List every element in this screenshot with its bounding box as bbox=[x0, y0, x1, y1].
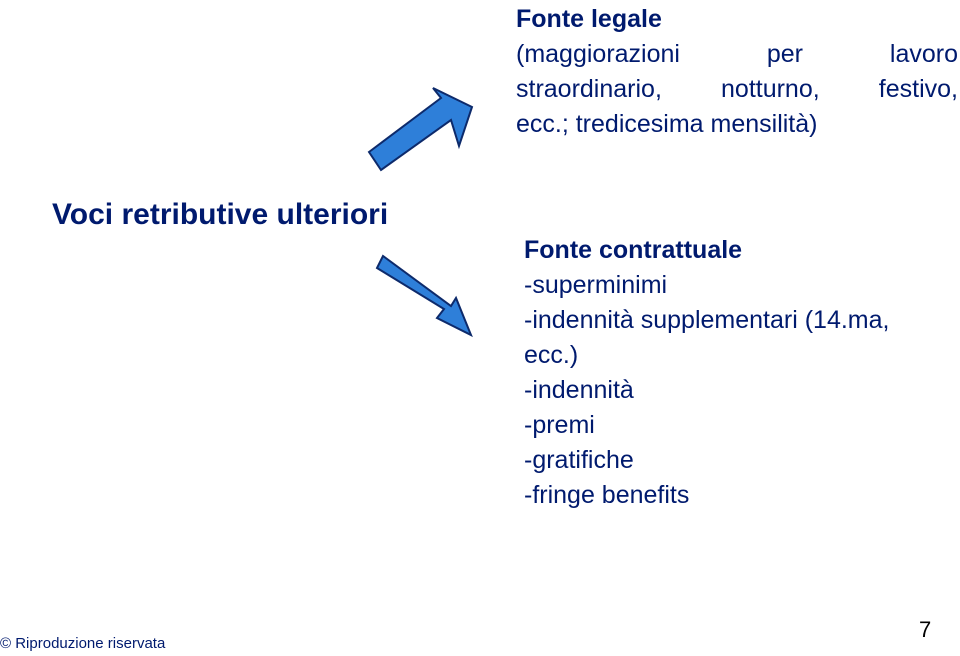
contract-source-title: Fonte contrattuale bbox=[524, 236, 743, 264]
list-item: -premi bbox=[524, 411, 595, 439]
arrow-down-right-icon bbox=[375, 254, 473, 338]
legal-source-title: Fonte legale bbox=[516, 5, 662, 33]
footer-copyright: © Riproduzione riservata bbox=[0, 635, 166, 652]
contract-source-block: Fonte contrattuale -superminimi -indenni… bbox=[524, 233, 954, 513]
list-item: -gratifiche bbox=[524, 446, 634, 474]
list-item: -fringe benefits bbox=[524, 481, 690, 509]
list-item: -superminimi bbox=[524, 271, 668, 299]
legal-source-block: Fonte legale (maggiorazioni per lavoro s… bbox=[516, 2, 958, 142]
arrow-up-right-icon bbox=[367, 87, 474, 172]
legal-source-line: (maggiorazioni per lavoro bbox=[516, 40, 958, 68]
legal-source-line: straordinario, notturno, festivo, bbox=[516, 75, 958, 103]
list-item: ecc.) bbox=[524, 341, 579, 369]
legal-source-line: ecc.; tredicesima mensilità) bbox=[516, 110, 818, 138]
page-number: 7 bbox=[919, 617, 932, 642]
main-label: Voci retributive ulteriori bbox=[52, 198, 389, 231]
list-item: -indennità bbox=[524, 376, 634, 404]
list-item: -indennità supplementari (14.ma, bbox=[524, 306, 890, 334]
